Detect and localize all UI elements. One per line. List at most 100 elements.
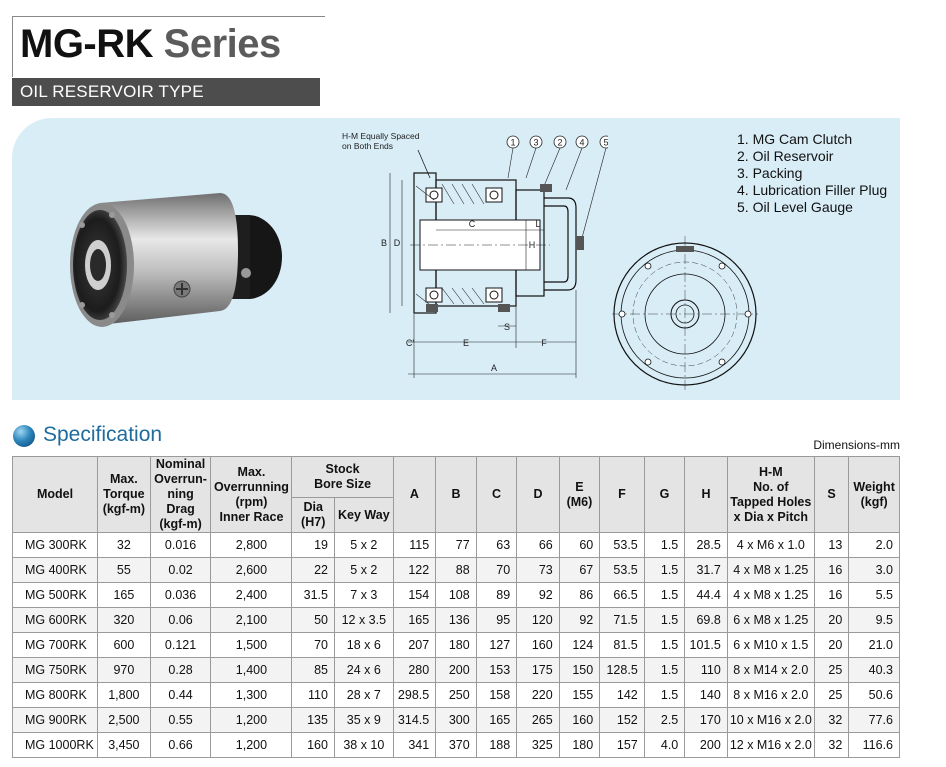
cell-f: 66.5 — [599, 582, 645, 608]
cell-torque: 32 — [97, 532, 151, 558]
cell-weight: 50.6 — [848, 682, 900, 708]
cell-b: 180 — [435, 632, 477, 658]
cell-d: 73 — [516, 557, 560, 583]
cell-weight: 77.6 — [848, 707, 900, 733]
cell-torque: 1,800 — [97, 682, 151, 708]
cell-weight: 3.0 — [848, 557, 900, 583]
cell-c: 165 — [475, 707, 518, 733]
dim-label-c: C — [469, 219, 476, 229]
col-header-a: A — [392, 456, 437, 533]
cell-drag: 0.55 — [149, 707, 212, 733]
cell-overrun: 1,200 — [210, 732, 293, 758]
cell-s: 32 — [813, 707, 850, 733]
cell-h: 31.7 — [684, 557, 728, 583]
cell-c: 70 — [475, 557, 518, 583]
cell-dia: 110 — [291, 682, 335, 708]
parts-list-item: 4. Lubrication Filler Plug — [737, 182, 888, 198]
col-header-e: E(M6) — [558, 456, 601, 533]
cell-dia: 160 — [291, 732, 335, 758]
cell-drag: 0.06 — [149, 607, 212, 633]
cell-s: 25 — [813, 682, 850, 708]
cell-f: 81.5 — [599, 632, 645, 658]
cell-s: 20 — [813, 632, 850, 658]
callout-5: 5 — [603, 138, 608, 148]
cell-c: 89 — [475, 582, 518, 608]
title-frame-notch — [297, 16, 325, 45]
cell-g: 4.0 — [643, 732, 686, 758]
title-model: MG-RK — [20, 22, 154, 66]
cell-keyway: 7 x 3 — [333, 582, 394, 608]
cell-f: 142 — [599, 682, 645, 708]
cell-s: 25 — [813, 657, 850, 683]
cell-g: 1.5 — [643, 557, 686, 583]
cell-torque: 2,500 — [97, 707, 151, 733]
cell-b: 88 — [435, 557, 477, 583]
cell-f: 53.5 — [599, 532, 645, 558]
cell-b: 200 — [435, 657, 477, 683]
cell-s: 32 — [813, 732, 850, 758]
cell-dia: 22 — [291, 557, 335, 583]
callout-2: 2 — [557, 138, 562, 148]
cell-model: MG 1000RK — [11, 732, 99, 758]
cell-h: 28.5 — [684, 532, 728, 558]
cell-a: 154 — [392, 582, 437, 608]
cell-b: 77 — [435, 532, 477, 558]
cell-s: 13 — [813, 532, 850, 558]
cell-hm: 4 x M8 x 1.25 — [726, 582, 815, 608]
cell-model: MG 600RK — [11, 607, 99, 633]
cell-d: 120 — [516, 607, 560, 633]
drawing-note-line2: on Both Ends — [342, 141, 393, 151]
cell-g: 1.5 — [643, 682, 686, 708]
drawing-callouts: 1 3 2 4 5 — [506, 135, 608, 149]
cell-d: 160 — [516, 632, 560, 658]
cell-a: 280 — [392, 657, 437, 683]
cell-d: 220 — [516, 682, 560, 708]
cell-model: MG 900RK — [11, 707, 99, 733]
cell-d: 175 — [516, 657, 560, 683]
parts-list-item: 3. Packing — [737, 165, 803, 181]
col-header-h: H — [684, 456, 728, 533]
cell-torque: 600 — [97, 632, 151, 658]
cell-c: 63 — [475, 532, 518, 558]
cell-e: 180 — [558, 732, 601, 758]
title-series: Series — [163, 22, 282, 66]
cell-f: 71.5 — [599, 607, 645, 633]
cell-b: 300 — [435, 707, 477, 733]
cell-a: 115 — [392, 532, 437, 558]
cell-overrun: 1,400 — [210, 657, 293, 683]
cell-model: MG 750RK — [11, 657, 99, 683]
cell-keyway: 35 x 9 — [333, 707, 394, 733]
cell-d: 92 — [516, 582, 560, 608]
col-header-model: Model — [11, 456, 99, 533]
col-header-b: B — [435, 456, 477, 533]
cell-s: 16 — [813, 557, 850, 583]
cell-overrun: 2,400 — [210, 582, 293, 608]
cell-h: 69.8 — [684, 607, 728, 633]
cell-a: 165 — [392, 607, 437, 633]
cell-model: MG 400RK — [11, 557, 99, 583]
cell-h: 44.4 — [684, 582, 728, 608]
cell-s: 16 — [813, 582, 850, 608]
cell-model: MG 700RK — [11, 632, 99, 658]
col-header-g: G — [643, 456, 686, 533]
dim-label-f: F — [541, 338, 547, 348]
dim-label-h: H — [529, 240, 536, 250]
dim-label-a: A — [491, 363, 497, 373]
cell-keyway: 12 x 3.5 — [333, 607, 394, 633]
cell-drag: 0.66 — [149, 732, 212, 758]
cell-dia: 85 — [291, 657, 335, 683]
cell-f: 128.5 — [599, 657, 645, 683]
page-title: MG-RK Series — [20, 22, 281, 67]
cell-torque: 55 — [97, 557, 151, 583]
cell-keyway: 28 x 7 — [333, 682, 394, 708]
cell-g: 1.5 — [643, 582, 686, 608]
cell-weight: 116.6 — [848, 732, 900, 758]
cell-e: 150 — [558, 657, 601, 683]
cell-c: 127 — [475, 632, 518, 658]
cell-keyway: 38 x 10 — [333, 732, 394, 758]
